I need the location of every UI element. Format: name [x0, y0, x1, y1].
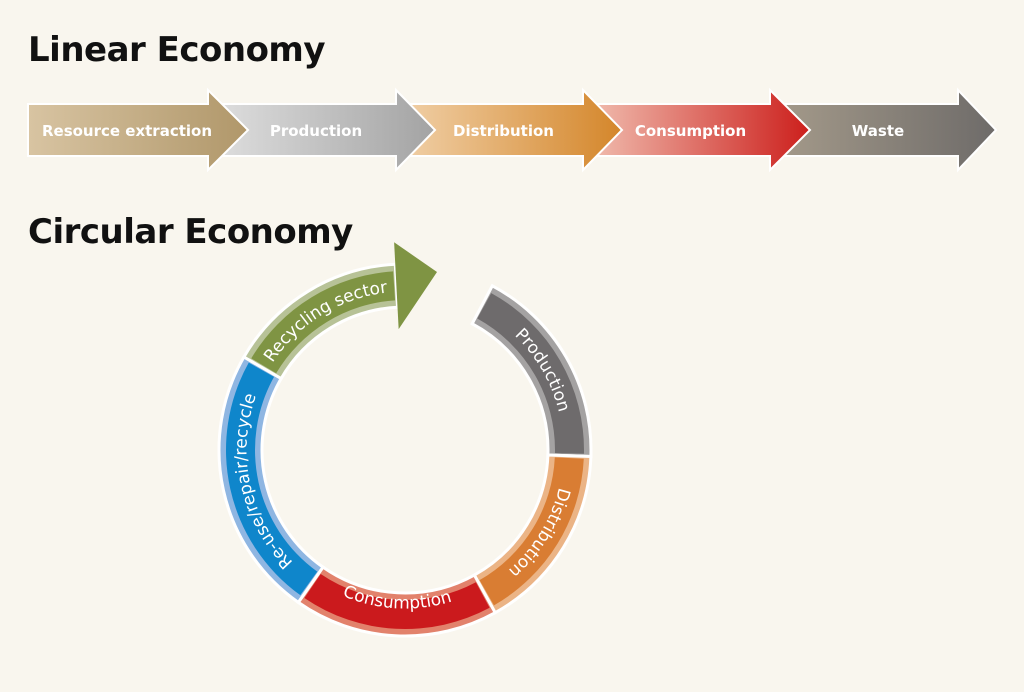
step-label: Consumption: [635, 122, 746, 140]
cycle-segment-distribution: Distribution: [472, 453, 593, 615]
linear-economy-title: Linear Economy: [28, 30, 326, 70]
step-label: Resource extraction: [42, 122, 212, 140]
segment-inner-band: [251, 271, 396, 374]
linear-flow: Waste Consumption Distribution Production Re…: [27, 87, 998, 173]
step-label: Production: [270, 122, 362, 140]
segment-inner-band: [477, 293, 585, 454]
segment-inner-band: [304, 574, 490, 629]
step-label: Distribution: [453, 122, 554, 140]
arrow-head: [394, 242, 437, 330]
cycle-segment-re-use-repair-recycle: Re-use/repair/recycle: [217, 354, 326, 605]
linear-step-4: Consumption: [588, 87, 812, 173]
circular-flow: ProductionDistributionConsumptionRe-use/…: [217, 242, 593, 638]
circular-economy-title: Circular Economy: [28, 212, 353, 252]
arrow-shape: [27, 87, 250, 173]
segment-inner-band: [479, 457, 584, 606]
step-label: Waste: [852, 122, 904, 140]
cycle-segment-consumption: Consumption: [296, 565, 498, 638]
linear-step-1: Resource extraction: [27, 87, 250, 173]
linear-step-3: Distribution: [401, 87, 624, 173]
cycle-segment-production: Production: [470, 283, 593, 459]
segment-inner-band: [226, 362, 318, 596]
cycle-segment-recycling-sector: Recycling sector: [241, 242, 437, 381]
